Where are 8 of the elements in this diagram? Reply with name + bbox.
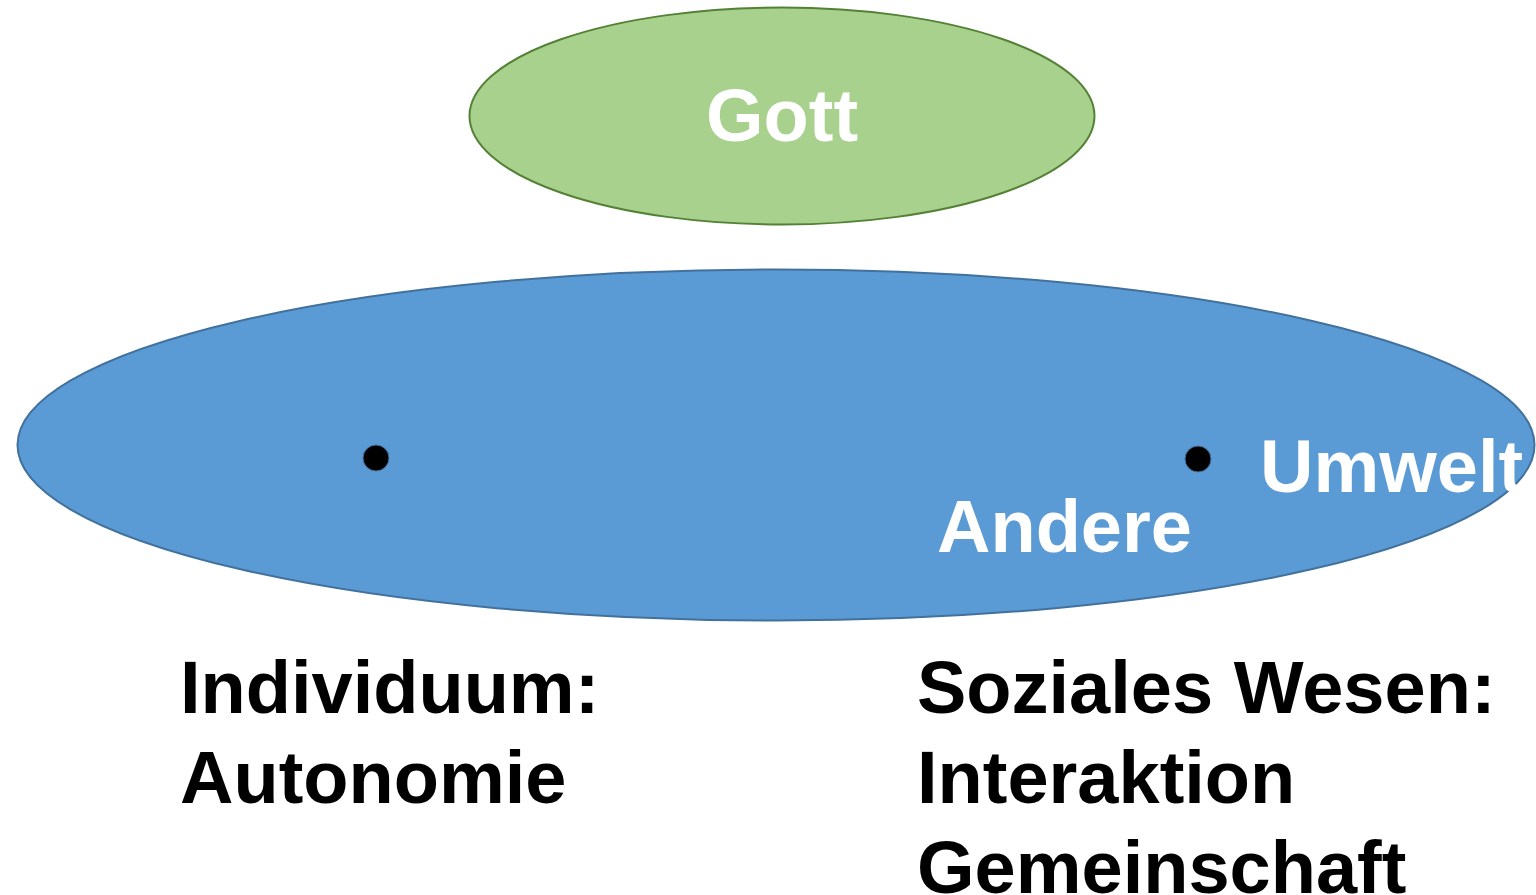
label-text: Gemeinschaft bbox=[917, 825, 1407, 895]
node-label: Gott bbox=[706, 73, 858, 159]
label-text: Autonomie bbox=[180, 735, 567, 821]
label-text: Soziales Wesen: bbox=[917, 645, 1496, 731]
node-label: Andere bbox=[937, 484, 1192, 570]
label-text: Individuum: bbox=[180, 645, 600, 731]
node-label: Umwelt bbox=[1260, 424, 1524, 510]
label-text: Interaktion bbox=[917, 735, 1296, 821]
